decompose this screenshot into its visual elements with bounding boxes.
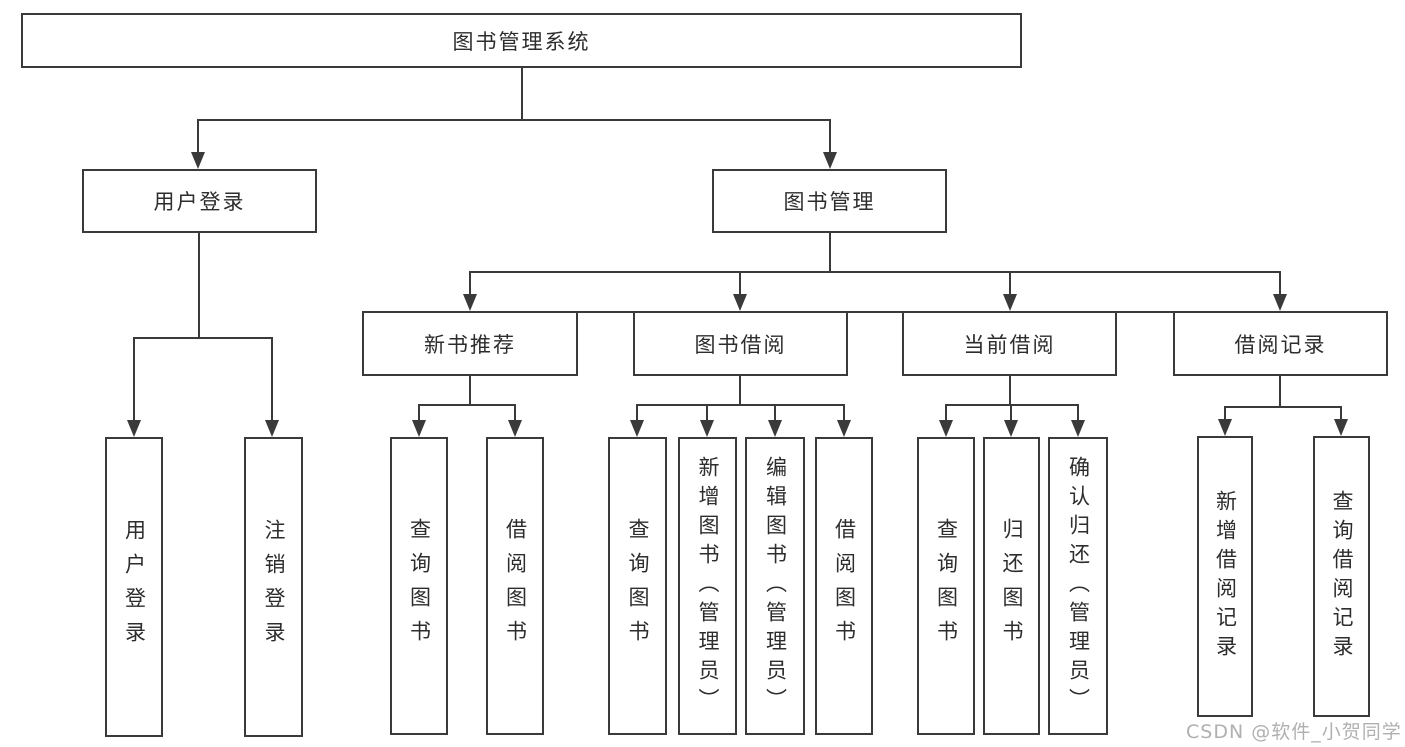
connector-new-book-stem	[469, 376, 471, 405]
arrowhead-down-icon	[1334, 419, 1348, 436]
leaf-add-borrow-record: 新增借阅记录	[1197, 436, 1253, 717]
arrowhead-down-icon	[191, 152, 205, 169]
arrowhead-down-icon	[412, 420, 426, 437]
arrowhead-down-icon	[1273, 294, 1287, 311]
leaf-borrow-books-recommend: 借阅图书	[486, 437, 544, 735]
node-book-management: 图书管理	[712, 169, 947, 233]
leaf-query-books-current-label: 查询图书	[934, 518, 959, 654]
csdn-watermark: CSDN @软件_小贺同学	[1186, 721, 1402, 743]
connector-drop-leaf-b2	[514, 404, 516, 422]
connector-book-borrow-stem	[739, 376, 741, 405]
leaf-logout-label: 注销登录	[262, 519, 286, 655]
connector-drop-book-mgmt	[829, 120, 831, 154]
arrowhead-down-icon	[265, 420, 279, 437]
leaf-query-books-recommend-label: 查询图书	[407, 518, 432, 654]
arrowhead-down-icon	[508, 420, 522, 437]
leaf-logout: 注销登录	[244, 437, 303, 737]
leaf-add-book-admin-label: 新增图书（管理员）	[696, 455, 720, 717]
connector-current-borrow-stem	[1009, 376, 1011, 405]
node-book-borrowing: 图书借阅	[633, 311, 848, 376]
connector-drop-new-book	[469, 272, 471, 296]
leaf-query-books-borrow-label: 查询图书	[626, 518, 650, 654]
connector-user-login-branch	[133, 337, 273, 339]
connector-drop-leaf-c4	[843, 404, 845, 422]
leaf-query-borrow-record-label: 查询借阅记录	[1330, 489, 1354, 664]
arrowhead-down-icon	[733, 294, 747, 311]
connector-drop-leaf-e1	[1224, 406, 1226, 421]
leaf-query-borrow-record: 查询借阅记录	[1313, 436, 1370, 717]
connector-drop-leaf-e2	[1340, 406, 1342, 421]
connector-drop-leaf-d2	[1010, 404, 1012, 422]
leaf-borrow-books: 借阅图书	[815, 437, 873, 735]
node-current-borrowing: 当前借阅	[902, 311, 1117, 376]
connector-level2-branch	[197, 119, 831, 121]
leaf-query-books-recommend: 查询图书	[390, 437, 448, 735]
node-new-book-recommend-label: 新书推荐	[424, 332, 516, 357]
leaf-return-book: 归还图书	[983, 437, 1040, 735]
arrowhead-down-icon	[939, 420, 953, 437]
arrowhead-down-icon	[1071, 420, 1085, 437]
node-current-borrowing-label: 当前借阅	[963, 332, 1056, 357]
leaf-query-books-borrow: 查询图书	[608, 437, 667, 735]
leaf-query-books-current: 查询图书	[917, 437, 975, 735]
connector-user-login-stem	[198, 233, 200, 338]
node-new-book-recommend: 新书推荐	[362, 311, 578, 376]
connector-drop-leaf-c3	[774, 404, 776, 422]
connector-drop-leaf-b1	[418, 404, 420, 422]
connector-new-book-branch	[418, 404, 516, 406]
leaf-user-login-label: 用户登录	[122, 519, 147, 655]
arrowhead-down-icon	[463, 294, 477, 311]
connector-drop-leaf-a2	[271, 337, 273, 422]
node-library-system-label: 图书管理系统	[452, 29, 591, 54]
node-book-management-label: 图书管理	[783, 190, 876, 214]
connector-drop-borrow-record	[1279, 272, 1281, 296]
connector-drop-leaf-a1	[133, 337, 135, 422]
leaf-borrow-books-label: 借阅图书	[832, 518, 857, 654]
connector-drop-leaf-c2	[706, 404, 708, 422]
connector-borrow-record-stem	[1279, 376, 1281, 407]
connector-level3-branch	[469, 271, 1281, 273]
node-book-borrowing-label: 图书借阅	[694, 332, 787, 357]
connector-drop-current-borrow	[1009, 272, 1011, 296]
node-borrowing-records-label: 借阅记录	[1234, 332, 1327, 357]
connector-drop-book-borrow	[739, 272, 741, 296]
arrowhead-down-icon	[1218, 419, 1232, 436]
leaf-add-borrow-record-label: 新增借阅记录	[1213, 489, 1238, 664]
connector-level3-row-line	[362, 311, 1388, 313]
connector-book-borrow-branch	[636, 404, 845, 406]
node-user-login: 用户登录	[82, 169, 317, 233]
leaf-confirm-return-admin-label: 确认归还（管理员）	[1066, 455, 1091, 717]
arrowhead-down-icon	[700, 420, 714, 437]
connector-root-stem	[521, 68, 523, 120]
arrowhead-down-icon	[1003, 294, 1017, 311]
arrowhead-down-icon	[127, 420, 141, 437]
leaf-add-book-admin: 新增图书（管理员）	[678, 437, 737, 735]
leaf-borrow-books-recommend-label: 借阅图书	[503, 518, 528, 654]
arrowhead-down-icon	[837, 420, 851, 437]
arrowhead-down-icon	[1004, 420, 1018, 437]
leaf-edit-book-admin-label: 编辑图书（管理员）	[763, 455, 788, 717]
connector-drop-user-login	[197, 120, 199, 154]
node-user-login-label: 用户登录	[153, 190, 246, 214]
connector-drop-leaf-c1	[636, 404, 638, 422]
leaf-return-book-label: 归还图书	[1000, 518, 1024, 654]
connector-book-mgmt-stem	[829, 233, 831, 272]
node-library-system: 图书管理系统	[21, 13, 1022, 68]
connector-borrow-record-branch	[1224, 406, 1342, 408]
arrowhead-down-icon	[823, 152, 837, 169]
connector-current-borrow-branch	[945, 404, 1079, 406]
arrowhead-down-icon	[768, 420, 782, 437]
arrowhead-down-icon	[630, 420, 644, 437]
leaf-edit-book-admin: 编辑图书（管理员）	[745, 437, 805, 735]
node-borrowing-records: 借阅记录	[1173, 311, 1388, 376]
leaf-confirm-return-admin: 确认归还（管理员）	[1048, 437, 1108, 735]
leaf-user-login: 用户登录	[105, 437, 163, 737]
connector-drop-leaf-d1	[945, 404, 947, 422]
connector-drop-leaf-d3	[1077, 404, 1079, 422]
